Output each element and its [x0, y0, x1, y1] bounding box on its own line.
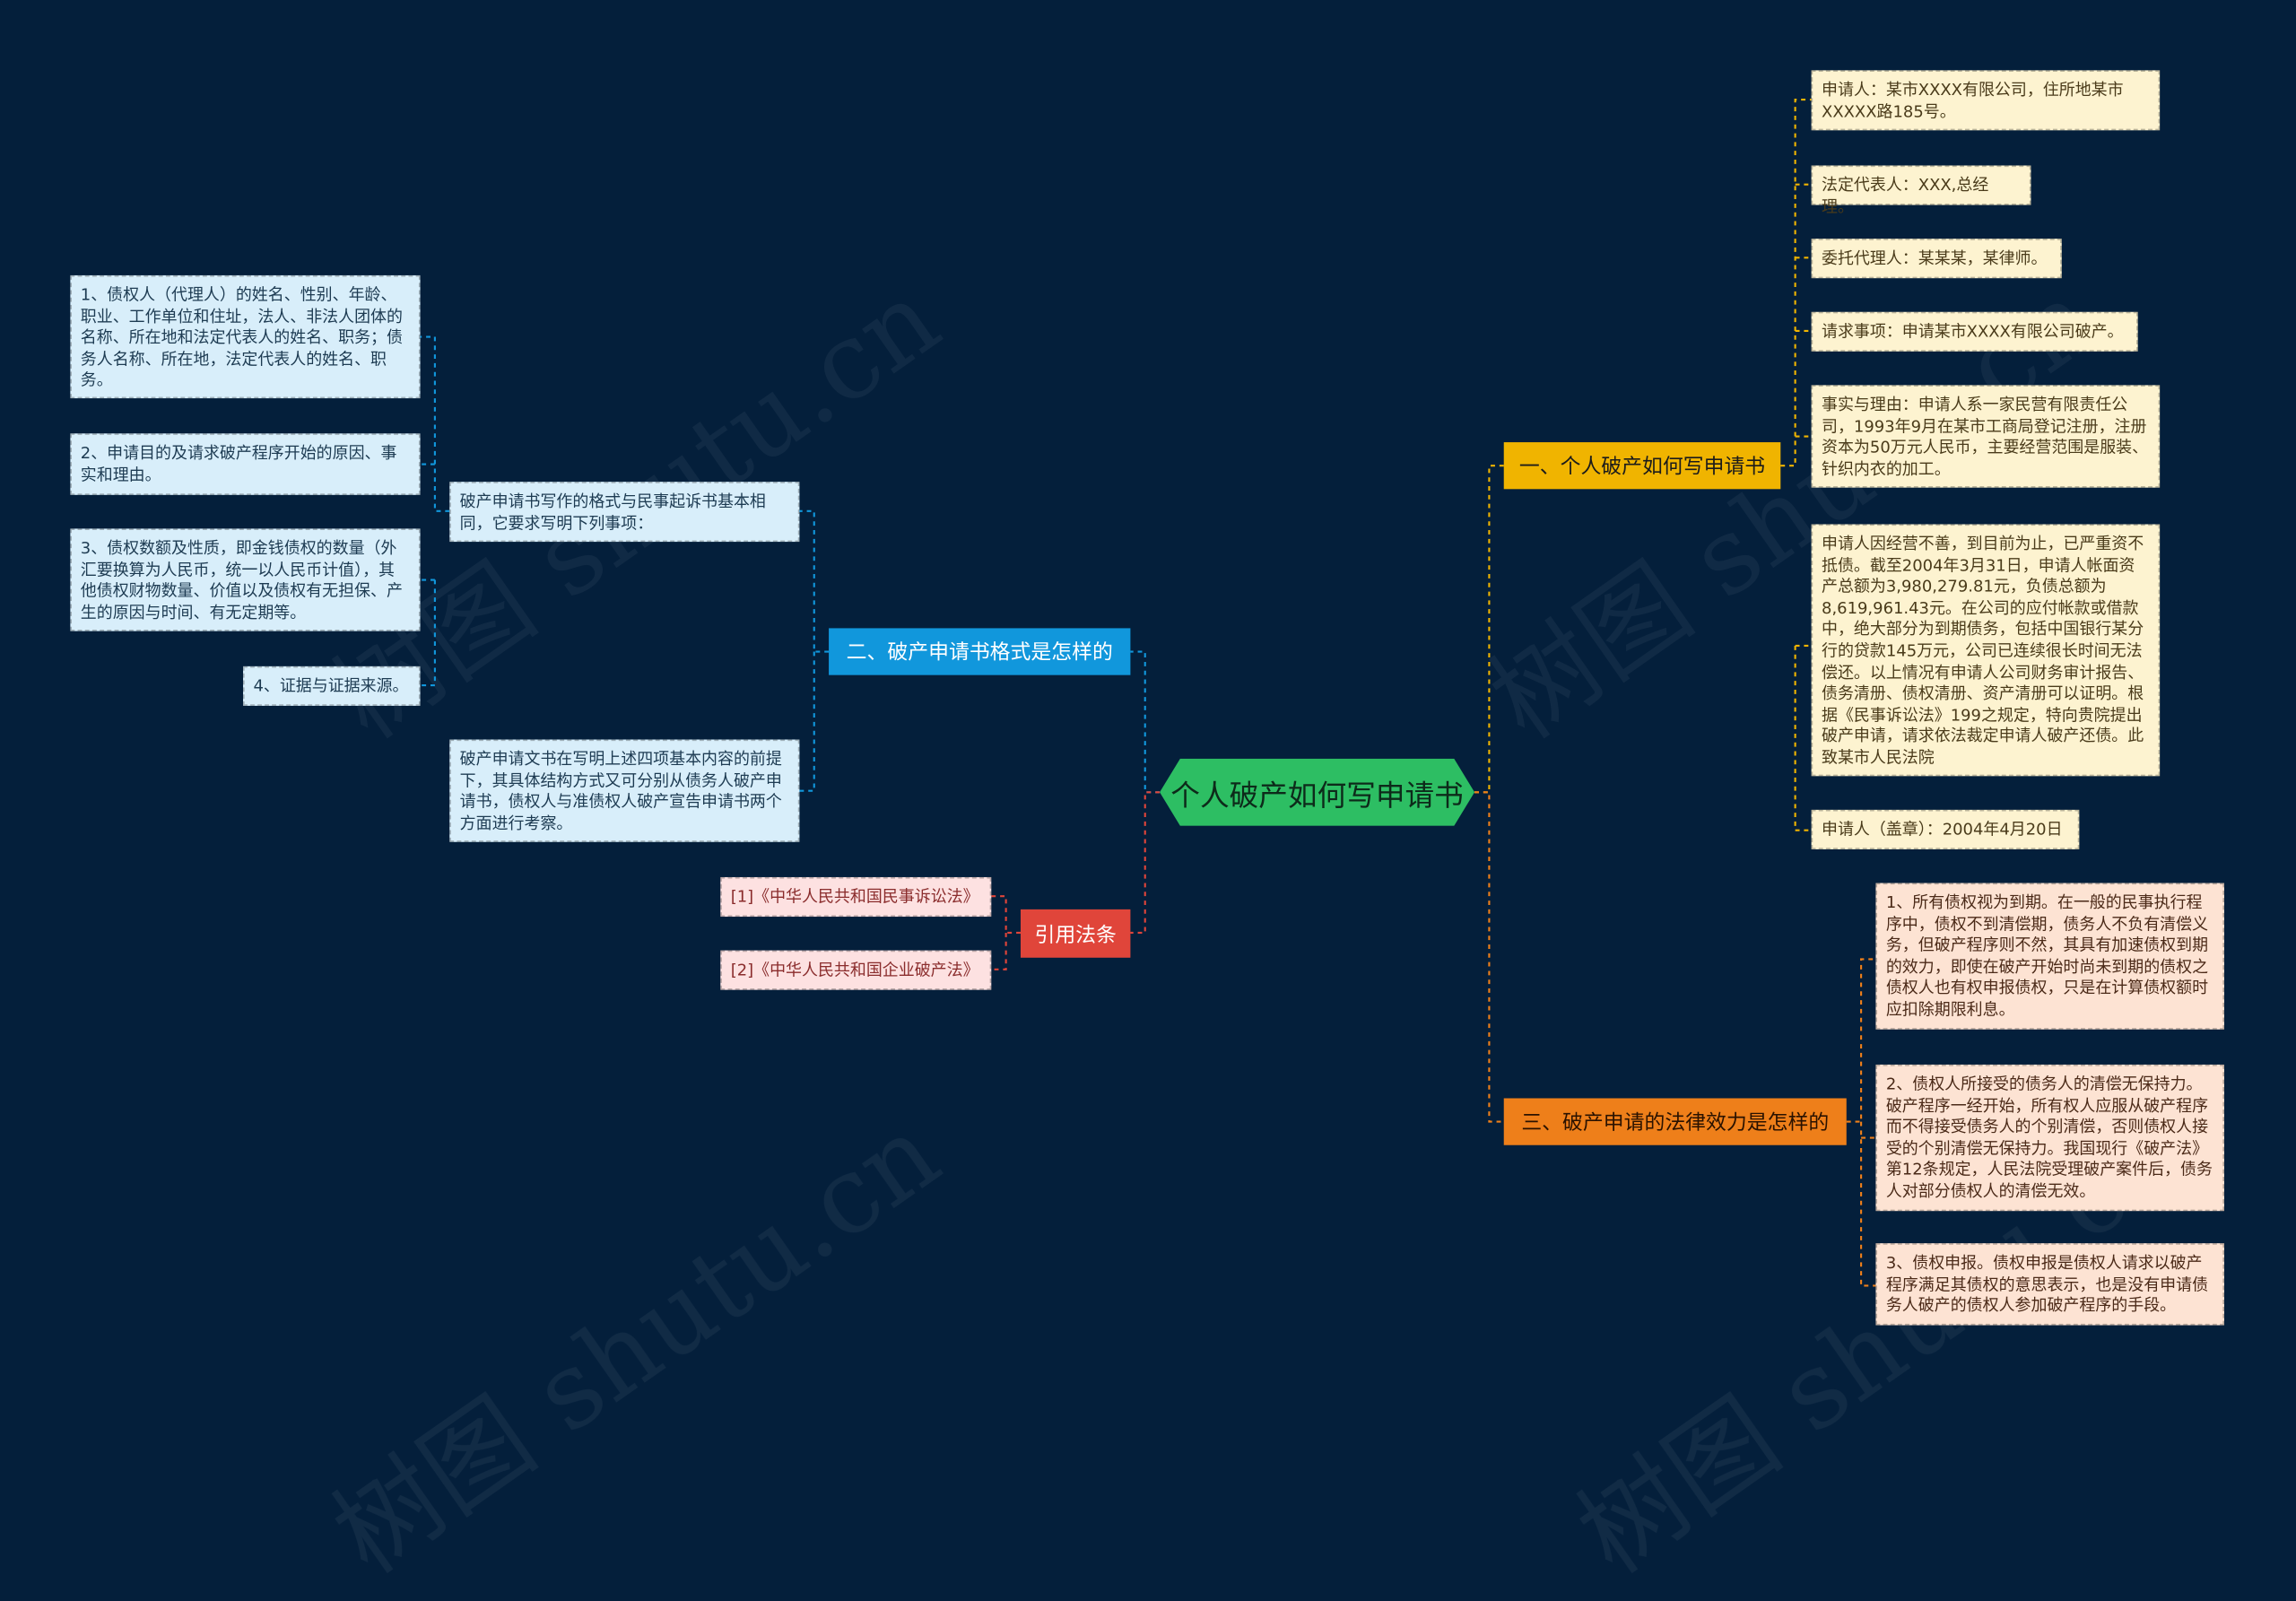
leaf-format-structure[interactable]: 破产申请文书在写明上述四项基本内容的前提下，其具体结构方式又可分别从债务人破产申… — [449, 739, 800, 842]
branch-cited-laws[interactable]: 引用法条 — [1020, 909, 1131, 958]
leaf-no-retention[interactable]: 2、债权人所接受的债务人的清偿无保持力。破产程序一经开始，所有权人应服从破产程序… — [1875, 1064, 2224, 1212]
leaf-civil-procedure-law[interactable]: [1]《中华人民共和国民事诉讼法》 — [720, 876, 992, 918]
leaf-item-evidence[interactable]: 4、证据与证据来源。 — [243, 666, 421, 706]
leaf-claims-matured[interactable]: 1、所有债权视为到期。在一般的民事执行程序中，债权不到清偿期，债务人不负有清偿义… — [1875, 883, 2224, 1030]
leaf-request[interactable]: 请求事项：申请某市XXXX有限公司破产。 — [1811, 311, 2138, 352]
leaf-applicant[interactable]: 申请人：某市XXXX有限公司，住所地某市XXXXX路185号。 — [1811, 70, 2161, 131]
branch-legal-effect[interactable]: 三、破产申请的法律效力是怎样的 — [1503, 1098, 1847, 1145]
branch-how-to-write[interactable]: 一、个人破产如何写申请书 — [1503, 442, 1781, 490]
leaf-agent[interactable]: 委托代理人：某某某，某律师。 — [1811, 239, 2062, 279]
root-topic[interactable]: 个人破产如何写申请书 — [1160, 759, 1474, 826]
leaf-item-purpose[interactable]: 2、申请目的及请求破产程序开始的原因、事实和理由。 — [70, 433, 421, 495]
leaf-item-creditor-info[interactable]: 1、债权人（代理人）的姓名、性别、年龄、职业、工作单位和住址，法人、非法人团体的… — [70, 274, 421, 399]
leaf-item-claim-amount[interactable]: 3、债权数额及性质，即金钱债权的数量（外汇要换算为人民币，统一以人民币计值），其… — [70, 528, 421, 631]
leaf-signature-date[interactable]: 申请人（盖章）：2004年4月20日 — [1811, 809, 2080, 849]
leaf-claim-declaration[interactable]: 3、债权申报。债权申报是债权人请求以破产程序满足其债权的意思表示，也是没有申请债… — [1875, 1243, 2224, 1326]
leaf-legal-representative[interactable]: 法定代表人：XXX,总经理。 — [1811, 165, 2031, 216]
connector-lines — [420, 98, 1876, 1287]
mindmap-canvas: 树图 shutu.cn 树图 shutu.cn 树图 shutu.cn 树图 s… — [70, 70, 2224, 1597]
leaf-enterprise-bankruptcy-law[interactable]: [2]《中华人民共和国企业破产法》 — [720, 950, 992, 990]
leaf-insolvency-details[interactable]: 申请人因经营不善，到目前为止，已严重资不抵债。截至2004年3月31日，申请人帐… — [1811, 524, 2161, 777]
leaf-facts-reasons[interactable]: 事实与理由：申请人系一家民营有限责任公司，1993年9月在某市工商局登记注册，注… — [1811, 385, 2161, 488]
branch-format[interactable]: 二、破产申请书格式是怎样的 — [829, 628, 1131, 675]
leaf-format-intro[interactable]: 破产申请书写作的格式与民事起诉书基本相同，它要求写明下列事项： — [449, 482, 800, 543]
